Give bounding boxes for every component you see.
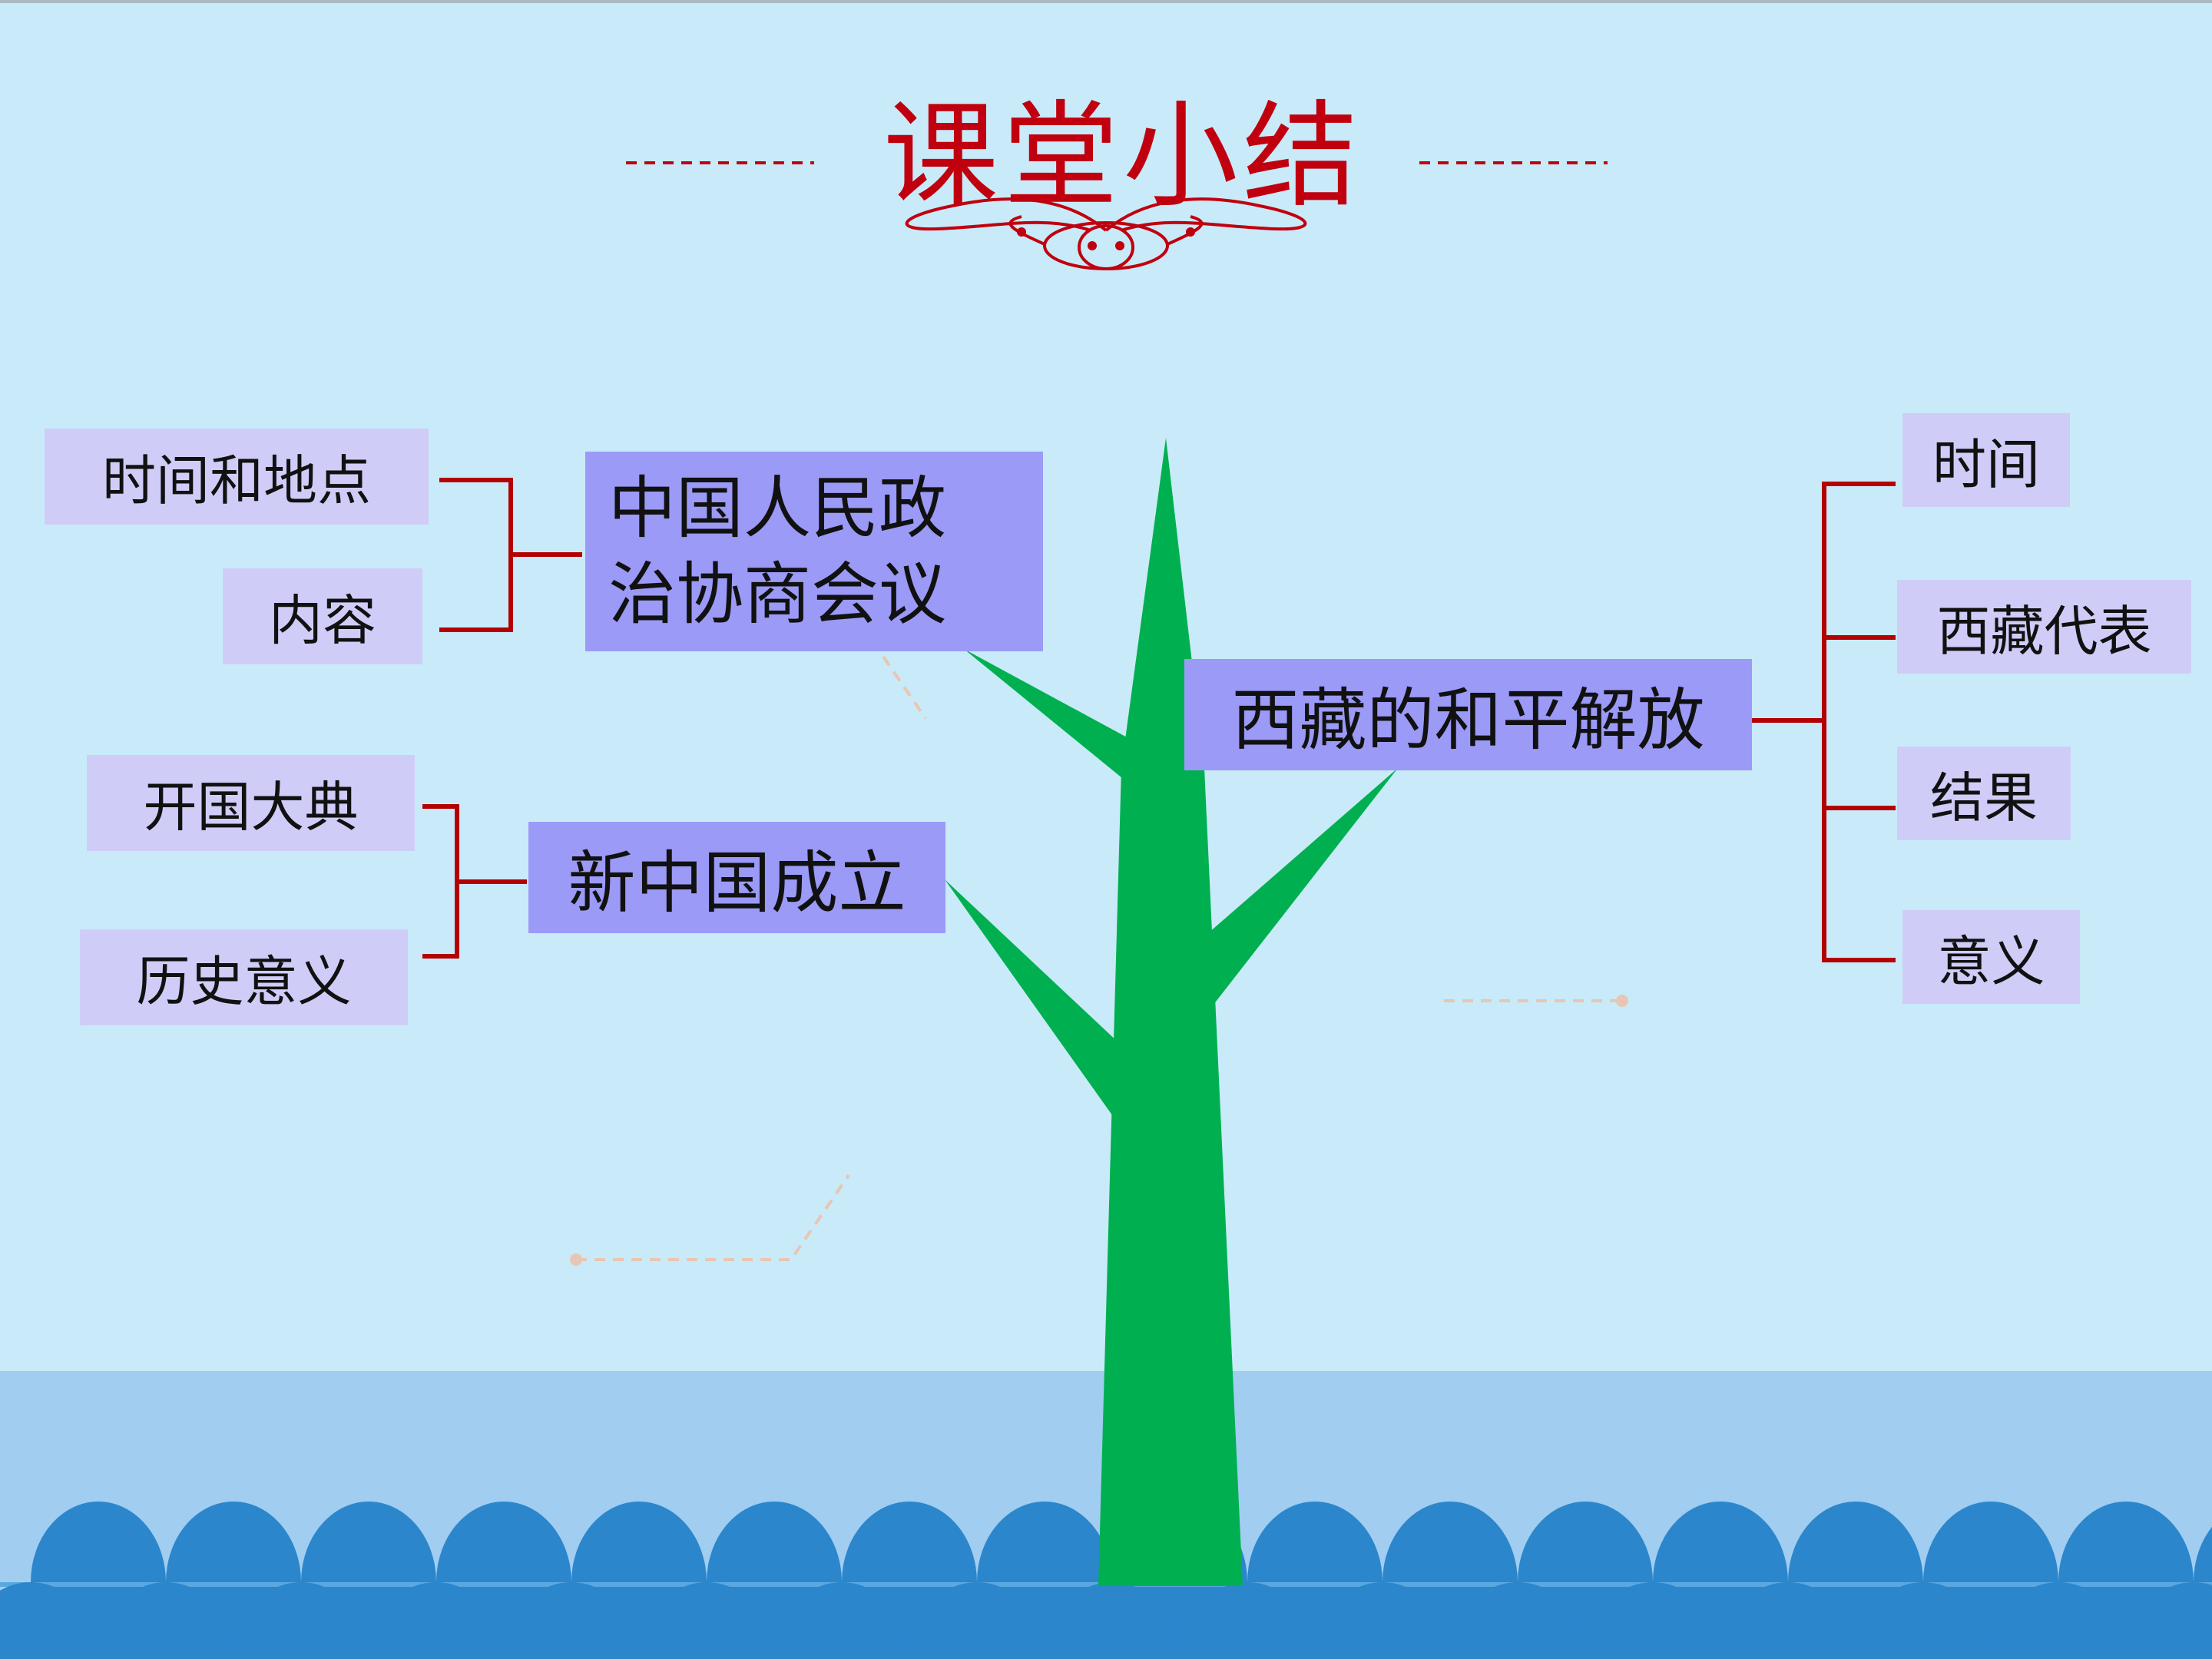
wave-row-front (0, 1582, 2212, 1659)
leaf-historical-significance: 历史意义 (80, 929, 408, 1025)
leaf-tibet-representatives: 西藏代表 (1897, 580, 2191, 674)
wave (1315, 1582, 1450, 1659)
connector-tibet (1750, 482, 1896, 962)
top-border (0, 0, 2212, 3)
wave (1991, 1582, 2126, 1659)
node-cppcc-line2: 治协商会议 (608, 555, 947, 634)
wave (369, 1582, 504, 1659)
leaf-tibet-significance: 意义 (1902, 910, 2080, 1004)
faint-dot (570, 1253, 582, 1266)
wave (98, 1582, 233, 1659)
wave (1856, 1582, 1991, 1659)
leaf-tibet-time: 时间 (1902, 413, 2070, 507)
wave (2126, 1582, 2212, 1659)
wave (1720, 1582, 1856, 1659)
node-new-china: 新中国成立 (528, 822, 945, 933)
node-tibet: 西藏的和平解放 (1184, 659, 1752, 770)
connectors (422, 478, 1896, 962)
ornament-dot (1186, 227, 1195, 237)
title-ornament (905, 197, 1307, 270)
leaf-time-and-place: 时间和地点 (45, 429, 429, 525)
connector-cppcc (439, 478, 582, 632)
wave (1450, 1582, 1585, 1659)
slide-title: 课堂小结 (883, 90, 1363, 224)
node-cppcc-line1: 中国人民政 (608, 469, 947, 548)
wave (1585, 1582, 1720, 1659)
leaf-content: 内容 (223, 568, 422, 664)
wave (639, 1582, 774, 1659)
wave (1045, 1582, 1180, 1659)
connector-new-china (422, 804, 527, 959)
tree-branch-lower-left (945, 879, 1133, 1137)
ornament-dot (1088, 241, 1097, 250)
wave (0, 1582, 98, 1659)
wave (909, 1582, 1045, 1659)
faint-dot (1616, 995, 1628, 1007)
tree-branch-upper-left (964, 649, 1148, 795)
leaf-tibet-result: 结果 (1897, 747, 2071, 840)
tree-trunk (1098, 438, 1243, 1586)
wave (233, 1582, 369, 1659)
wave (1180, 1582, 1315, 1659)
leaf-founding-ceremony: 开国大典 (87, 755, 415, 851)
wave (504, 1582, 639, 1659)
ornament-dot (1115, 241, 1124, 250)
wave (774, 1582, 909, 1659)
ornament-dot (1017, 227, 1026, 237)
faint-decoration (576, 655, 1621, 1261)
node-cppcc: 中国人民政 治协商会议 (585, 452, 1043, 651)
tree-branch-right (1190, 768, 1398, 1029)
